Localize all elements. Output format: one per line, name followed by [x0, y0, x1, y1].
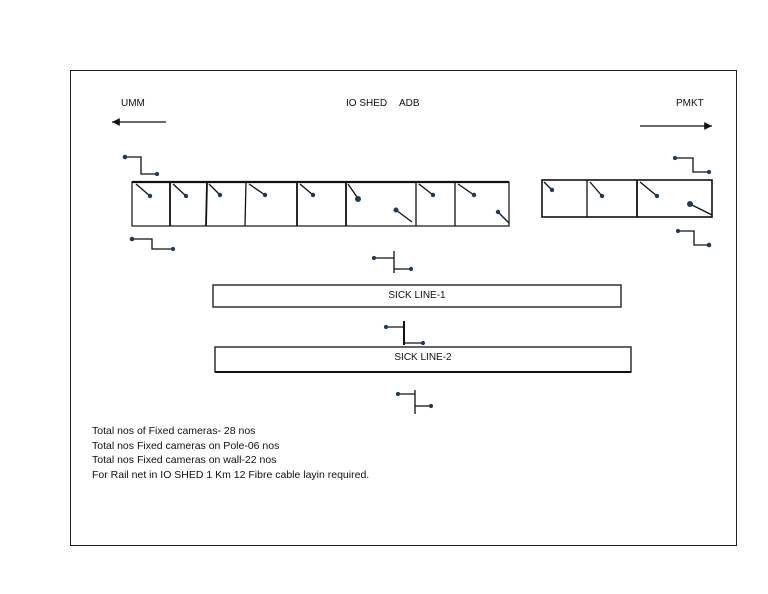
adb-label: ADB	[399, 98, 420, 109]
camera-notes: Total nos of Fixed cameras- 28 nos Total…	[92, 424, 369, 482]
note-line: Total nos Fixed cameras on wall-22 nos	[92, 454, 277, 466]
note-line: For Rail net in IO SHED 1 Km 12 Fibre ca…	[92, 468, 370, 481]
note-line: Total nos of Fixed cameras- 28 nos	[92, 425, 256, 437]
diagram-frame	[70, 70, 737, 546]
sick-line-2-label: SICK LINE-2	[394, 352, 452, 363]
pmkt-label: PMKT	[676, 98, 704, 109]
shed-building-left	[131, 180, 510, 227]
note-line: Total nos Fixed cameras on Pole-06 nos	[92, 439, 280, 452]
shed-building-right	[541, 179, 713, 218]
wall-cameras-right	[543, 181, 713, 216]
umm-label: UMM	[121, 98, 145, 109]
sick-line-1-label: SICK LINE-1	[388, 290, 446, 301]
io-shed-label: IO SHED	[346, 98, 388, 109]
sick-line-1-track	[212, 284, 622, 308]
wall-cameras-left	[135, 183, 510, 224]
pole-cameras	[122, 154, 712, 414]
